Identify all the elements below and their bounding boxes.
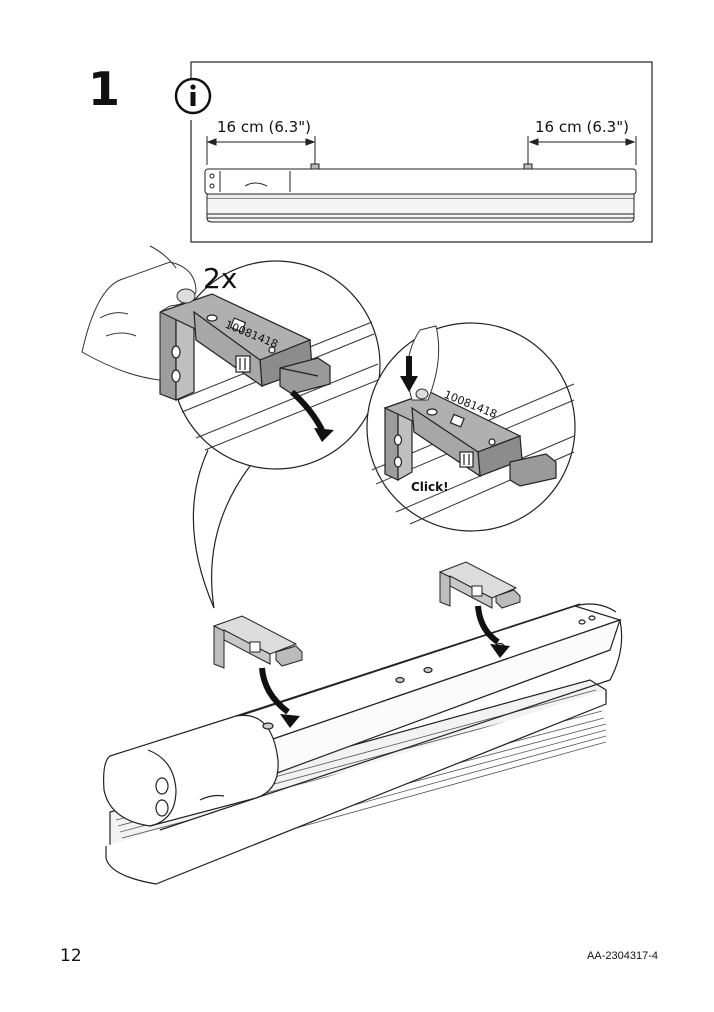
dimension-left-line bbox=[206, 136, 316, 165]
finger-press-icon bbox=[407, 325, 440, 401]
quantity-label: 2x bbox=[203, 262, 238, 295]
click-label: Click! bbox=[411, 480, 449, 494]
detail-circle-left bbox=[81, 245, 381, 609]
arrow-curve-left-install bbox=[259, 667, 290, 715]
arrow-down-icon bbox=[400, 356, 418, 392]
info-panel bbox=[174, 61, 653, 243]
step-number: 1 bbox=[88, 62, 121, 116]
detail-circle-right bbox=[366, 322, 576, 532]
dimension-label-right: 16 cm (6.3") bbox=[535, 118, 629, 136]
bracket-small-left bbox=[212, 615, 303, 669]
arrow-curve-right-install bbox=[475, 605, 500, 645]
dimension-label-left: 16 cm (6.3") bbox=[217, 118, 311, 136]
rail-side-view bbox=[204, 163, 637, 223]
main-rail bbox=[103, 603, 623, 885]
arrow-down-curve-left bbox=[289, 389, 325, 432]
bracket-left bbox=[158, 293, 331, 401]
info-icon bbox=[174, 77, 212, 115]
page-number: 12 bbox=[60, 946, 82, 966]
dimension-right-line bbox=[527, 136, 637, 165]
document-code: AA-2304317-4 bbox=[587, 950, 658, 962]
bracket-right bbox=[383, 391, 557, 487]
hand-icon bbox=[81, 245, 197, 381]
bracket-small-right bbox=[438, 561, 521, 609]
